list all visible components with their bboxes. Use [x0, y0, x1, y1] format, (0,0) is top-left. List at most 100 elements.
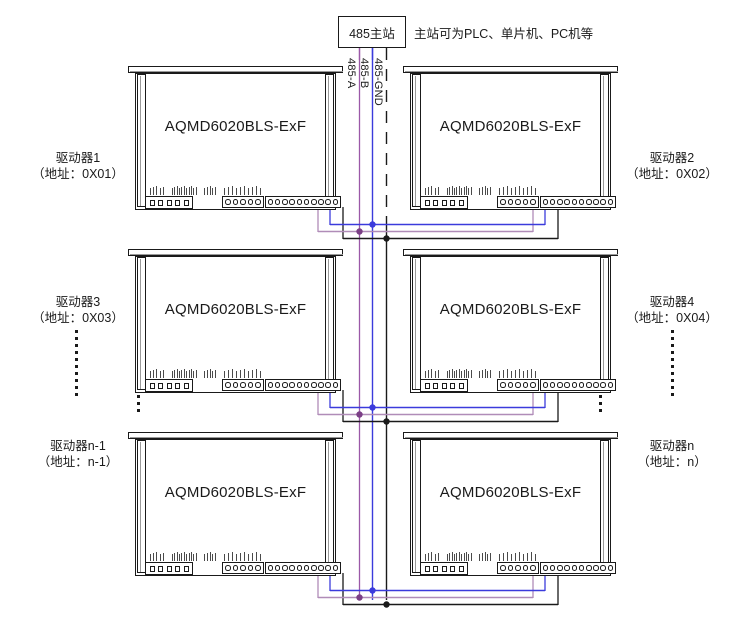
terminal-pin-labels: [224, 183, 264, 195]
device-label-2-address: （地址：0X02）: [626, 167, 718, 181]
terminal-pin-labels: [499, 366, 539, 378]
device-body: [135, 439, 336, 576]
terminal-pin: [433, 565, 438, 572]
terminal-hole: [303, 382, 310, 388]
terminal-block-signal: [540, 196, 616, 208]
terminal-pin: [424, 199, 430, 206]
terminal-block-signal: [265, 196, 341, 208]
device-model-label: AQMD6020BLS-ExF: [164, 118, 307, 135]
terminal-pin: [424, 382, 430, 389]
device-model-label: AQMD6020BLS-ExF: [164, 301, 307, 318]
terminal-pin: [450, 199, 455, 206]
device-label-n-1: 驱动器n-1 （地址：n-1）: [18, 438, 138, 470]
device-label-1-name: 驱动器1: [55, 151, 101, 165]
terminal-block-signal: [497, 562, 539, 574]
terminal-pin-labels: [224, 549, 264, 561]
device-unit: AQMD6020BLS-ExF: [403, 249, 618, 406]
terminal-hole: [549, 565, 556, 571]
terminal-pin: [424, 565, 430, 572]
junction-a-2: [356, 594, 363, 601]
terminal-hole: [557, 565, 563, 571]
terminal-hole: [267, 199, 274, 205]
terminal-block-signal: [540, 379, 616, 391]
terminal-hole: [274, 382, 281, 388]
terminal-pin: [149, 382, 155, 389]
terminal-pin-labels: [447, 549, 473, 561]
terminal-hole: [303, 199, 310, 205]
terminal-hole: [500, 565, 506, 571]
terminal-pin-labels: [425, 366, 441, 378]
terminal-pin: [458, 382, 464, 389]
terminal-hole: [296, 199, 303, 205]
master-station-box: 485主站: [338, 16, 406, 48]
device-top-cap: [128, 66, 343, 73]
terminal-block-power: [420, 196, 468, 209]
terminal-hole: [593, 199, 599, 205]
terminal-pin: [441, 199, 447, 206]
junction-g-2: [383, 601, 390, 608]
device-label-4-address: （地址：0X04）: [626, 311, 718, 325]
terminal-pin-labels: [150, 183, 166, 195]
terminal-block-power: [145, 196, 193, 209]
terminal-pin: [183, 565, 189, 572]
terminal-hole: [282, 382, 288, 388]
terminal-block-signal: [265, 379, 341, 391]
terminal-hole: [571, 565, 578, 571]
terminal-pin: [441, 565, 447, 572]
device-heatsink-rail-left: [137, 440, 146, 573]
terminal-pin: [183, 382, 189, 389]
device-unit: AQMD6020BLS-ExF: [403, 432, 618, 589]
terminal-hole: [507, 199, 514, 205]
terminal-pin: [175, 199, 180, 206]
device-top-cap: [128, 432, 343, 439]
terminal-hole: [325, 199, 331, 205]
device-top-cap: [403, 432, 618, 439]
terminal-pin-labels: [425, 183, 441, 195]
terminal-hole: [318, 199, 324, 205]
ellipsis-left-inner: [136, 395, 140, 416]
bus-label-485b: 485-B: [358, 58, 370, 89]
terminal-pin-labels: [499, 549, 539, 561]
terminal-hole: [274, 565, 281, 571]
terminal-pin: [433, 199, 438, 206]
device-heatsink-rail-right: [600, 440, 609, 573]
terminal-block-signal: [222, 562, 264, 574]
device-label-n: 驱动器n （地址：n）: [612, 438, 732, 470]
terminal-pin: [450, 382, 455, 389]
device-model-label: AQMD6020BLS-ExF: [164, 484, 307, 501]
device-heatsink-rail-right: [600, 257, 609, 390]
terminal-hole: [607, 199, 614, 205]
terminal-block-power: [420, 379, 468, 392]
device-label-1: 驱动器1 （地址：0X01）: [18, 150, 138, 182]
terminal-hole: [578, 565, 585, 571]
terminal-pin: [458, 199, 464, 206]
terminal-hole: [255, 565, 261, 571]
terminal-pin-labels: [425, 549, 441, 561]
terminal-hole: [255, 199, 261, 205]
terminal-block-signal: [497, 379, 539, 391]
terminal-hole: [240, 382, 246, 388]
terminal-hole: [507, 382, 514, 388]
terminal-pin: [149, 199, 155, 206]
terminal-hole: [225, 199, 231, 205]
terminal-hole: [586, 199, 592, 205]
device-heatsink-rail-left: [412, 440, 421, 573]
junction-a-1: [356, 411, 363, 418]
terminal-hole: [303, 565, 310, 571]
terminal-hole: [522, 565, 529, 571]
terminal-pin-labels: [499, 183, 539, 195]
terminal-pin: [166, 565, 172, 572]
terminal-hole: [289, 565, 295, 571]
device-unit: AQMD6020BLS-ExF: [403, 66, 618, 223]
terminal-hole: [325, 382, 331, 388]
terminal-pin-labels: [479, 183, 493, 195]
terminal-hole: [593, 382, 599, 388]
terminal-pin: [158, 382, 163, 389]
device-unit: AQMD6020BLS-ExF: [128, 66, 343, 223]
device-label-4-name: 驱动器4: [649, 295, 695, 309]
device-body: [135, 73, 336, 210]
terminal-pin: [166, 199, 172, 206]
device-top-cap: [128, 249, 343, 256]
terminal-hole: [515, 565, 521, 571]
device-model-label: AQMD6020BLS-ExF: [439, 484, 582, 501]
